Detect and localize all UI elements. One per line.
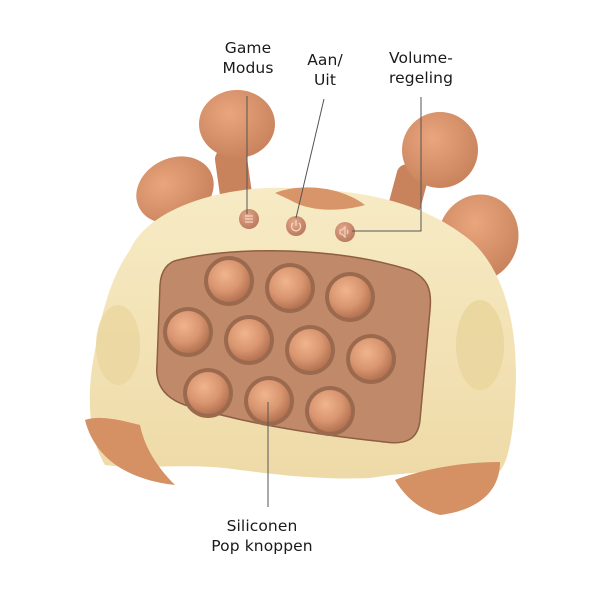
- pop-button[interactable]: [305, 386, 355, 436]
- callout-label-pop-buttons: Siliconen Pop knoppen: [200, 516, 324, 556]
- power-button[interactable]: [286, 216, 306, 236]
- pop-button[interactable]: [346, 334, 396, 384]
- volume-button[interactable]: [335, 222, 355, 242]
- callout-label-volume: Volume- regeling: [375, 48, 467, 88]
- callout-lines: [246, 96, 422, 507]
- callout-line-power: [295, 98, 325, 219]
- menu-lines-icon: [245, 215, 253, 223]
- power-icon: [290, 220, 302, 232]
- callout-label-line: Uit: [313, 71, 337, 89]
- callout-label-line: Modus: [222, 59, 274, 77]
- mode-button[interactable]: [239, 209, 259, 229]
- pop-button[interactable]: [285, 325, 335, 375]
- pop-button[interactable]: [325, 272, 375, 322]
- pop-button[interactable]: [244, 376, 294, 426]
- callout-label-line: Siliconen: [226, 517, 298, 535]
- callout-label-game-mode: Game Modus: [210, 38, 286, 78]
- pop-button[interactable]: [265, 263, 315, 313]
- callout-label-line: Aan/: [307, 51, 343, 69]
- pop-button[interactable]: [183, 368, 233, 418]
- callout-label-power: Aan/ Uit: [300, 50, 350, 90]
- speaker-icon: [339, 225, 349, 239]
- callout-label-line: regeling: [388, 69, 454, 87]
- callout-line-volume: [352, 97, 422, 232]
- pop-button[interactable]: [204, 256, 254, 306]
- pop-button[interactable]: [224, 315, 274, 365]
- callout-label-line: Volume-: [389, 49, 453, 67]
- pop-buttons: [163, 256, 396, 436]
- callout-label-line: Pop knoppen: [211, 537, 313, 555]
- pop-button[interactable]: [163, 307, 213, 357]
- callout-label-line: Game: [224, 39, 272, 57]
